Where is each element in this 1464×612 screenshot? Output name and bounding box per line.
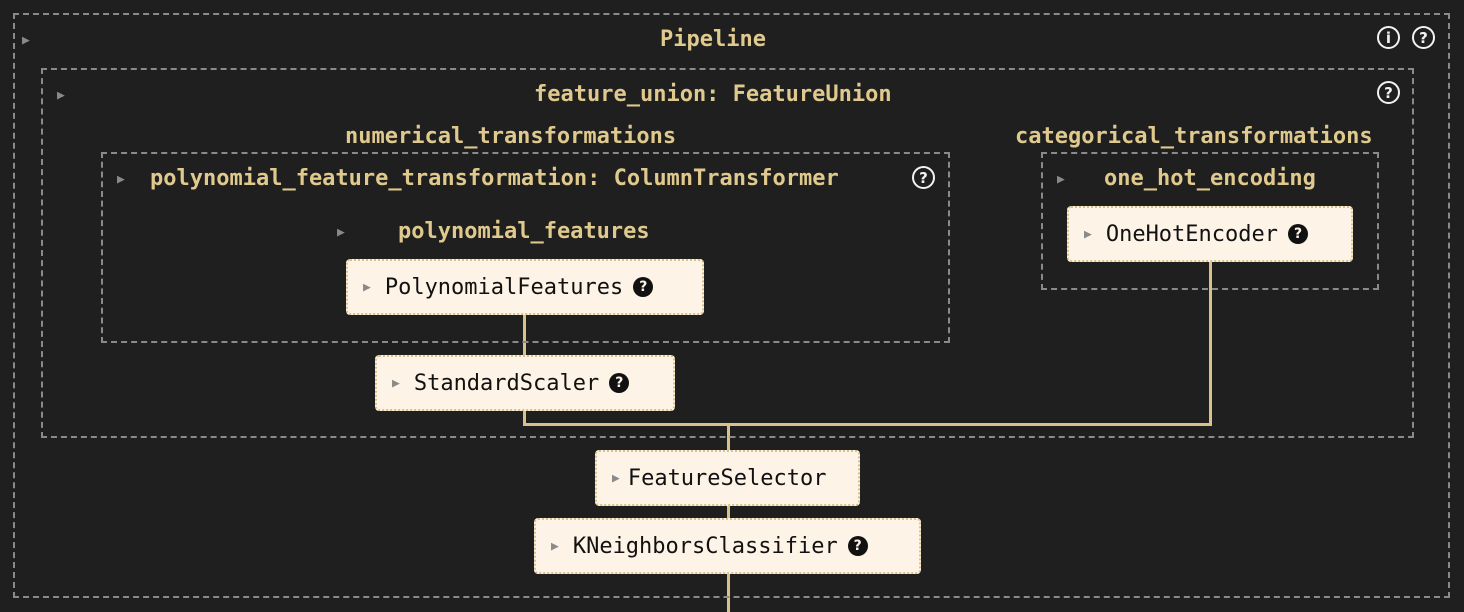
pipeline-help-icon[interactable]: ?: [1412, 26, 1435, 49]
connector-classifier-out: [727, 572, 730, 612]
pipeline-title[interactable]: Pipeline: [660, 27, 766, 52]
numerical-transformations-label: numerical_transformations: [345, 124, 677, 149]
one-hot-encoder-estimator-toggle[interactable]: ▶: [1084, 226, 1092, 242]
one-hot-encoder-help-icon[interactable]: ?: [1288, 224, 1309, 244]
standard-scaler-help-icon[interactable]: ?: [609, 373, 630, 393]
standard-scaler-estimator[interactable]: ▶ StandardScaler ?: [375, 355, 675, 411]
column-transformer-help-icon[interactable]: ?: [912, 166, 935, 189]
kneighbors-classifier-estimator[interactable]: ▶ KNeighborsClassifier ?: [534, 518, 921, 574]
polynomial-features-help-icon[interactable]: ?: [633, 277, 654, 297]
connector-union-horizontal: [523, 423, 1212, 426]
connector-poly-to-scaler: [523, 313, 526, 357]
polynomial-features-estimator-toggle[interactable]: ▶: [363, 279, 371, 295]
feature-union-title[interactable]: feature_union: FeatureUnion: [534, 82, 892, 107]
one-hot-encoding-expand-toggle[interactable]: ▶: [1057, 172, 1065, 187]
polynomial-features-estimator-label: PolynomialFeatures: [384, 274, 624, 300]
polynomial-features-estimator[interactable]: ▶ PolynomialFeatures ?: [346, 259, 704, 315]
column-transformer-box: [101, 152, 950, 343]
connector-onehot-down: [1209, 261, 1212, 426]
column-transformer-expand-toggle[interactable]: ▶: [117, 172, 125, 187]
feature-union-help-icon[interactable]: ?: [1377, 81, 1400, 104]
polynomial-features-expand-toggle[interactable]: ▶: [337, 225, 345, 240]
connector-union-to-selector: [727, 424, 730, 452]
connector-scaler-down: [523, 409, 526, 425]
pipeline-expand-toggle[interactable]: ▶: [22, 33, 30, 48]
pipeline-box: [13, 13, 1450, 598]
categorical-transformations-label: categorical_transformations: [1015, 124, 1373, 149]
feature-selector-estimator-label: FeatureSelector: [627, 465, 827, 491]
one-hot-encoder-estimator[interactable]: ▶ OneHotEncoder ?: [1067, 206, 1353, 262]
kneighbors-classifier-estimator-toggle[interactable]: ▶: [551, 538, 559, 554]
feature-union-box: [41, 68, 1414, 438]
one-hot-encoder-estimator-label: OneHotEncoder: [1105, 221, 1279, 247]
column-transformer-title[interactable]: polynomial_feature_transformation: Colum…: [150, 166, 839, 191]
standard-scaler-estimator-label: StandardScaler: [413, 370, 600, 396]
feature-selector-estimator[interactable]: ▶ FeatureSelector: [595, 450, 860, 506]
feature-selector-estimator-toggle[interactable]: ▶: [612, 470, 620, 486]
one-hot-encoding-box: [1041, 152, 1379, 290]
one-hot-encoding-label[interactable]: one_hot_encoding: [1104, 166, 1316, 191]
kneighbors-classifier-help-icon[interactable]: ?: [847, 536, 868, 556]
feature-union-expand-toggle[interactable]: ▶: [57, 88, 65, 103]
connector-selector-to-classifier: [727, 504, 730, 520]
standard-scaler-estimator-toggle[interactable]: ▶: [392, 375, 400, 391]
kneighbors-classifier-estimator-label: KNeighborsClassifier: [572, 533, 838, 559]
info-icon[interactable]: i: [1377, 26, 1400, 49]
polynomial-features-label[interactable]: polynomial_features: [398, 219, 650, 244]
